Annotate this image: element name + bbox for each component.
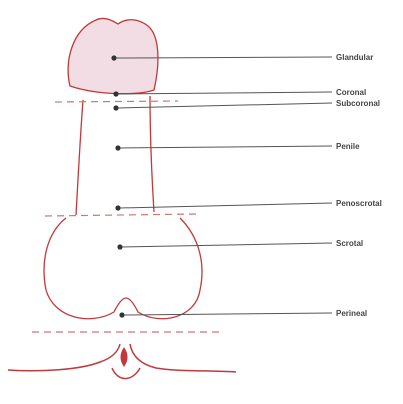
label-penoscrotal: Penoscrotal [336, 199, 382, 208]
scrotum-shape [44, 218, 202, 319]
shaft-left-outline [76, 100, 83, 215]
body-curve-right [130, 344, 236, 372]
dashed-line-penoscrotal [45, 214, 196, 216]
dot-penoscrotal [115, 205, 120, 210]
dashed-line-coronal [55, 101, 178, 102]
dot-perineal [119, 312, 124, 317]
label-glandular: Glandular [336, 53, 373, 62]
leader-penile [120, 146, 332, 148]
dot-coronal [113, 91, 118, 96]
label-coronal: Coronal [336, 88, 366, 97]
shaft-right-outline [150, 96, 154, 212]
label-scrotal: Scrotal [336, 239, 363, 248]
anal-marker [121, 348, 127, 366]
body-bottom-curve [112, 368, 140, 379]
dot-subcoronal [113, 105, 118, 110]
dot-glandular [111, 55, 116, 60]
label-perineal: Perineal [336, 309, 367, 318]
leader-coronal [118, 92, 332, 94]
body-curve [8, 344, 120, 371]
leader-scrotal [122, 243, 332, 247]
dot-penile [115, 145, 120, 150]
leader-penoscrotal [120, 203, 332, 208]
label-subcoronal: Subcoronal [336, 99, 380, 108]
leader-perineal [124, 313, 332, 315]
label-penile: Penile [336, 142, 360, 151]
dot-scrotal [117, 244, 122, 249]
